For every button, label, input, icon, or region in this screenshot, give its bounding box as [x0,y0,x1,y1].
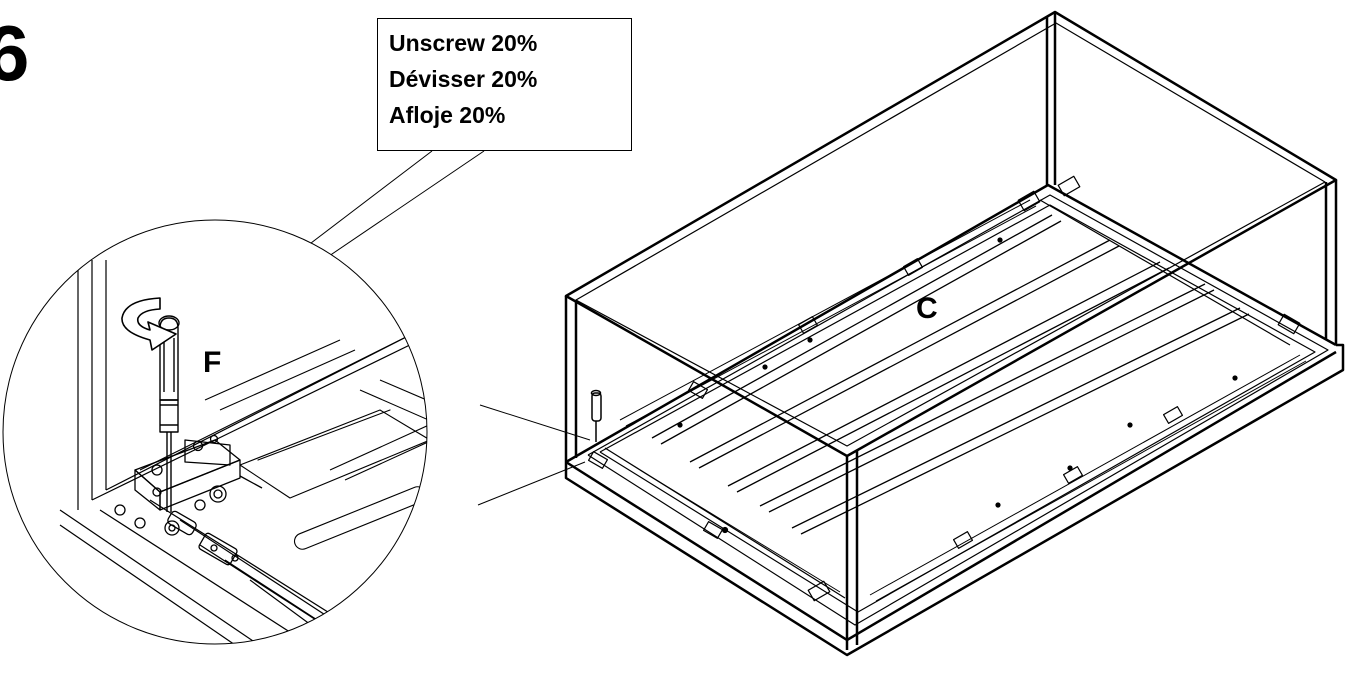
base-brackets [587,175,1301,602]
instruction-french: Dévisser 20% [389,66,538,92]
frame-assembly [564,10,1345,657]
corner-screwdriver [590,389,602,442]
detail-fittings [114,434,263,566]
instruction-spanish: Afloje 20% [389,102,506,128]
step-number: 6 [0,9,30,97]
base-slats [651,214,1250,535]
detail-side-panel [77,260,107,510]
vertical-posts [564,12,1338,650]
top-rails [564,10,1338,458]
bottom-rails [564,183,1345,657]
part-label-tool: F [203,346,222,379]
part-label-frame: C [916,292,938,325]
counterclockwise-arrow-icon [121,297,177,351]
rail-grooves [619,199,1307,602]
instruction-box: Unscrew 20% Dévisser 20% Afloje 20% [377,18,632,151]
detail-connector-lines [477,404,591,506]
detail-slats [204,339,427,550]
instruction-english: Unscrew 20% [389,30,538,56]
detail-screwdriver [158,315,180,512]
detail-magnifier [2,219,428,645]
